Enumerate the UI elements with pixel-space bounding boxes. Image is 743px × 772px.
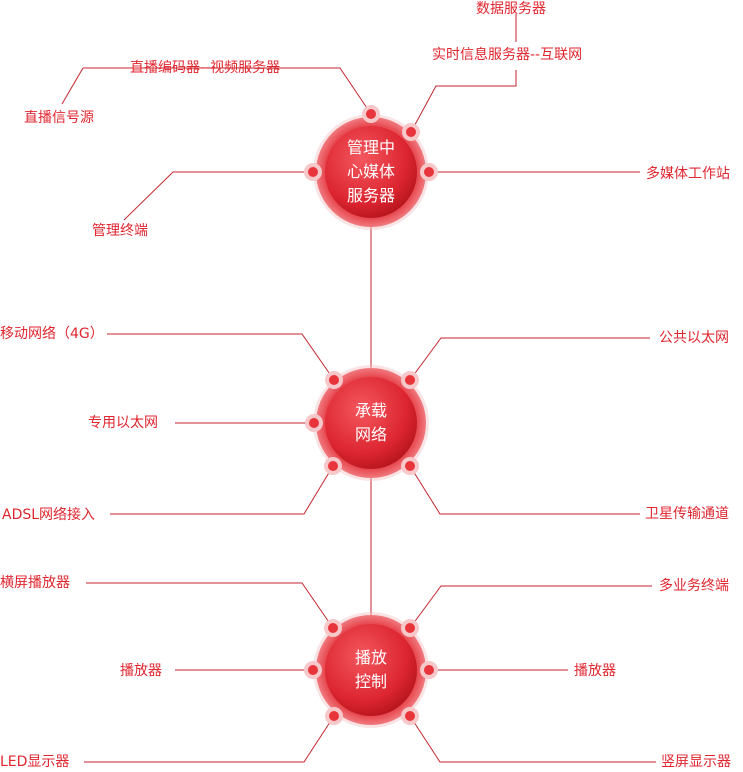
node-player-right: 播放器 — [574, 663, 616, 679]
connector-public-eth — [409, 337, 650, 381]
hub-network-label: 承载 网络 — [331, 399, 411, 447]
node-mobile: 移动网络（4G） — [0, 326, 104, 342]
hub-network-line2: 网络 — [354, 425, 387, 444]
hub-server — [304, 105, 438, 230]
connector-portrait — [409, 715, 656, 763]
node-satellite: 卫星传输通道 — [645, 506, 729, 522]
playback-connectors — [84, 582, 656, 763]
connector-mgmt-terminal — [123, 171, 313, 221]
hub-network — [305, 365, 429, 481]
connector-satellite — [409, 465, 640, 515]
connector-live-source — [61, 67, 84, 105]
node-live-source: 直播信号源 — [24, 110, 94, 126]
node-led: LED显示器 — [0, 754, 70, 770]
network-connectors — [107, 333, 650, 515]
connector-mobile — [107, 333, 335, 381]
node-mgmt-terminal: 管理终端 — [92, 223, 148, 239]
hub-playback — [304, 612, 438, 728]
connector-encoder — [83, 67, 372, 115]
node-adsl: ADSL网络接入 — [2, 507, 96, 523]
hub-server-line1: 管理中 — [346, 138, 395, 157]
node-portrait: 竖屏显示器 — [661, 754, 731, 770]
connector-realtime-server — [410, 70, 517, 133]
hub-network-dots — [305, 371, 419, 475]
connector-adsl — [110, 465, 334, 515]
server-connectors — [61, 14, 640, 221]
node-multi-terminal: 多业务终端 — [659, 578, 729, 594]
hub-playback-dots — [304, 619, 438, 725]
node-player-left: 播放器 — [120, 663, 162, 679]
connector-multi-terminal — [409, 585, 652, 629]
hub-playback-line2: 控制 — [354, 672, 387, 691]
hub-network-line1: 承载 — [354, 401, 387, 420]
node-landscape: 横屏播放器 — [0, 575, 70, 591]
node-public-eth: 公共以太网 — [659, 330, 729, 346]
node-workstation: 多媒体工作站 — [646, 166, 730, 182]
hub-server-line3: 服务器 — [346, 186, 395, 205]
node-encoder: 直播编码器--视频服务器 — [130, 60, 281, 76]
node-realtime-server: 实时信息服务器--互联网 — [432, 47, 583, 63]
node-data-server: 数据服务器 — [476, 1, 546, 17]
hub-server-label: 管理中 心媒体 服务器 — [331, 136, 411, 208]
connector-landscape — [86, 582, 334, 629]
node-private-eth: 专用以太网 — [88, 415, 158, 431]
connector-led — [84, 715, 335, 763]
hub-playback-line1: 播放 — [354, 648, 387, 667]
hub-server-line2: 心媒体 — [346, 162, 395, 181]
hub-playback-label: 播放 控制 — [331, 646, 411, 694]
hub-server-dots — [304, 105, 438, 181]
